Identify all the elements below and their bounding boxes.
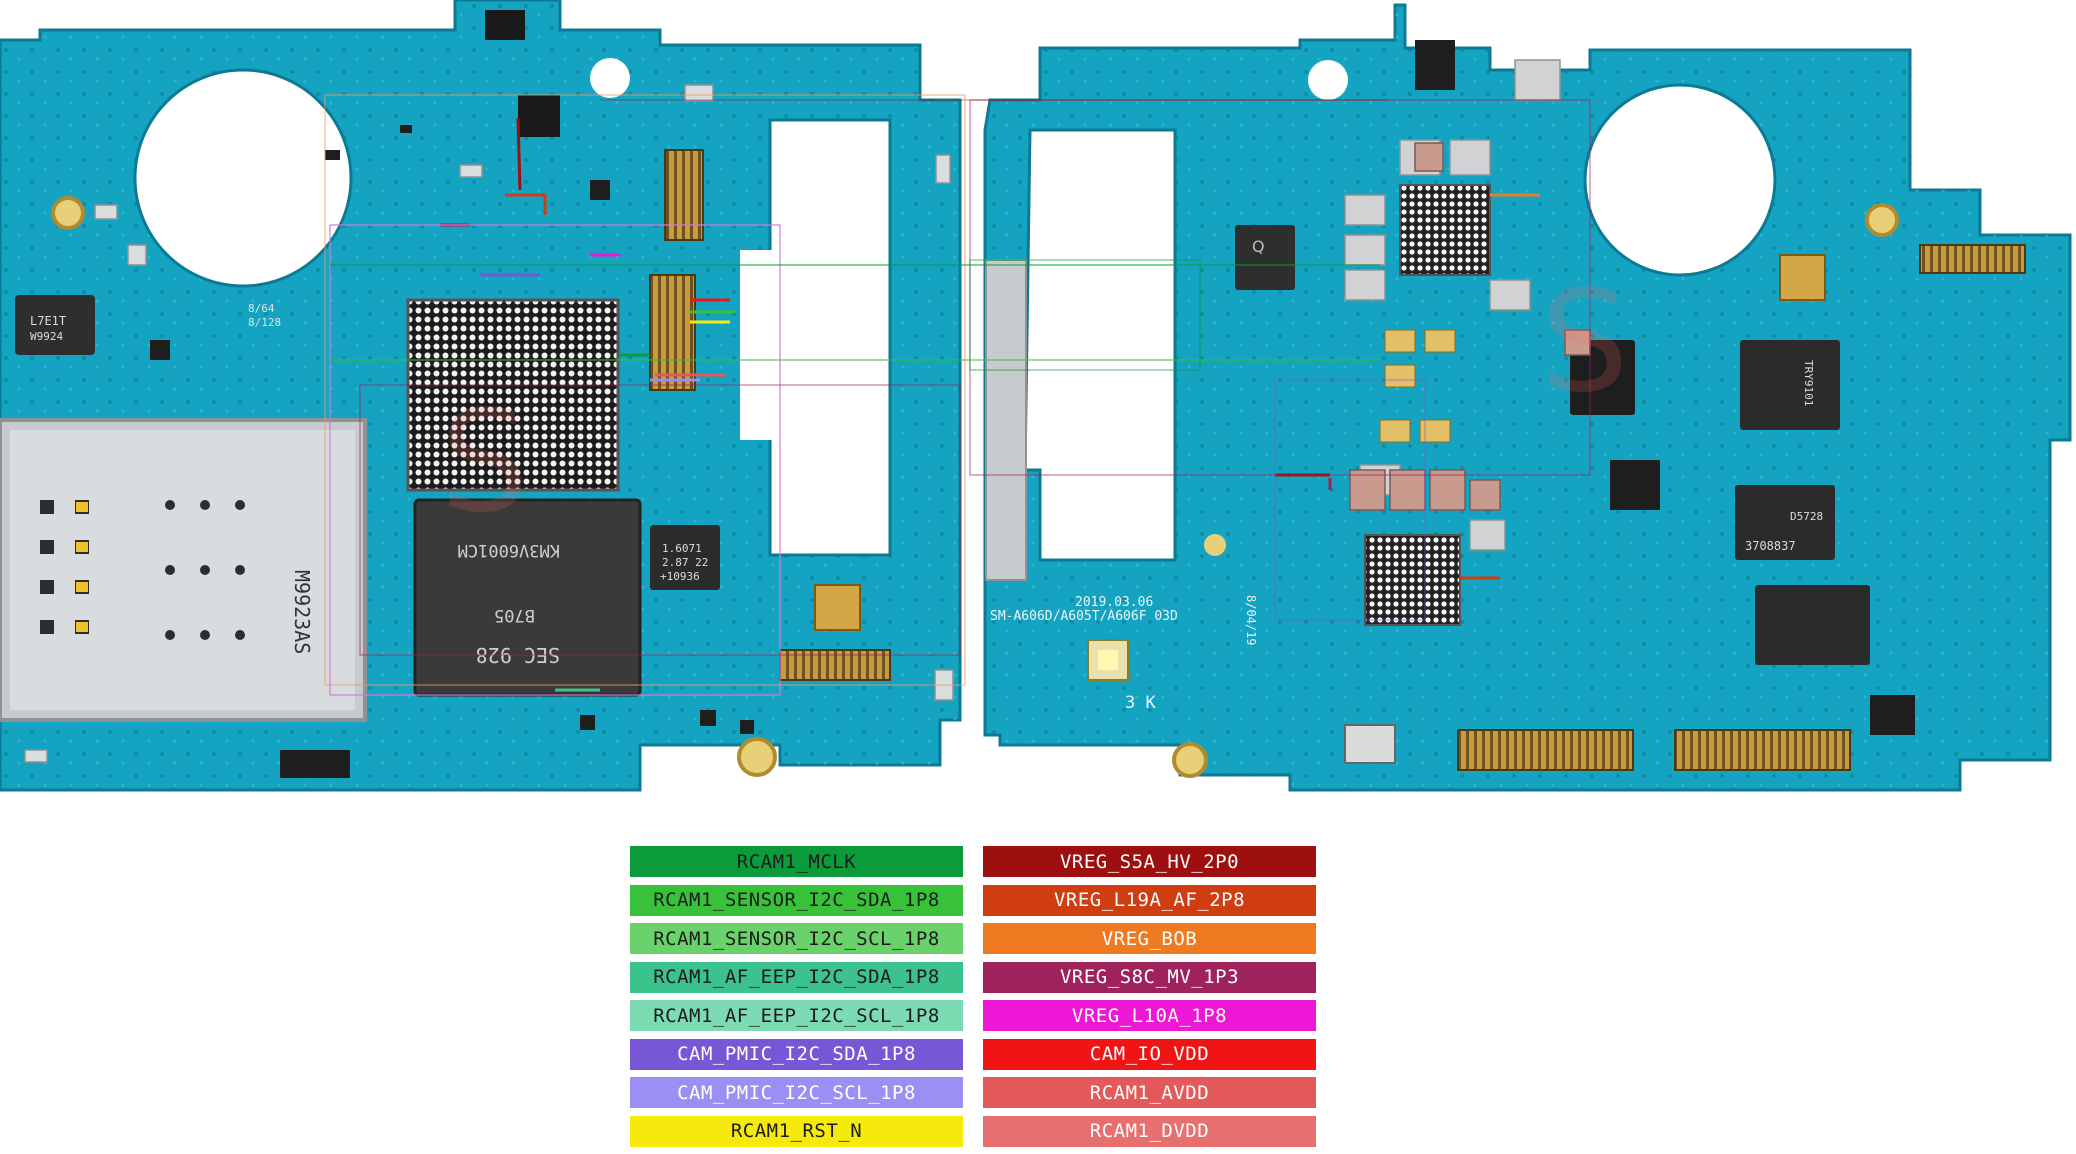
pcb-board-image: M9923AS L7E1T W9924 8/64 8/128 KM3V6001C… [0,0,2072,792]
legend-item: VREG_L19A_AF_2P8 [983,884,1316,916]
legend-item: VREG_L10A_1P8 [983,1000,1316,1031]
legend-item: CAM_PMIC_I2C_SDA_1P8 [630,1038,963,1070]
legend-item: RCAM1_RST_N [630,1115,963,1147]
right-board: Q TRY9101 3708837 D5728 [969,3,2072,792]
svg-text:S: S [440,381,529,544]
legend-item: RCAM1_AF_EEP_I2C_SCL_1P8 [630,1000,963,1031]
small-ic-mid-label-2: 2.87 22 [662,556,708,569]
right-ic-2-label: 3708837 [1745,539,1796,553]
legend-item: CAM_PMIC_I2C_SCL_1P8 [630,1077,963,1108]
small-ic-mid-label-3: +10936 [660,570,700,583]
legend-item: VREG_S8C_MV_1P3 [983,961,1316,993]
legend-item: VREG_BOB [983,923,1316,954]
legend-item: RCAM1_AF_EEP_I2C_SDA_1P8 [630,961,963,993]
board-date-silkscreen: 2019.03.06 [1075,595,1153,610]
date-stamp-silkscreen: 8/04/19 [1244,595,1258,646]
pcb-diagram: M9923AS L7E1T W9924 8/64 8/128 KM3V6001C… [0,0,2072,792]
legend-item: RCAM1_DVDD [983,1115,1316,1147]
left-ic-sublabel: W9924 [30,330,63,343]
right-ic-3-label: D5728 [1790,510,1823,523]
legend-item: VREG_S5A_HV_2P0 [983,846,1316,877]
q-chip-mark: Q [1252,237,1265,256]
legend-item: RCAM1_AVDD [983,1077,1316,1108]
part-k-silkscreen: 3 K [1125,693,1156,713]
legend-item: RCAM1_SENSOR_I2C_SCL_1P8 [630,923,963,954]
sim-tray-label: M9923AS [290,570,314,654]
legend-item: CAM_IO_VDD [983,1038,1316,1070]
left-ic-label: L7E1T [30,314,66,328]
small-ic-left-label: 8/64 [248,302,275,315]
small-ic-left-label-2: 8/128 [248,316,281,329]
left-board: M9923AS L7E1T W9924 8/64 8/128 KM3V6001C… [0,0,966,792]
svg-text:S: S [1540,261,1629,424]
memory-chip-line1: KM3V6001CM [458,540,560,560]
memory-chip-line2: B705 [494,605,535,625]
board-model-silkscreen: SM-A606D/A605T/A606F 03D [990,609,1178,624]
small-ic-mid-label: 1.6071 [662,542,702,555]
legend-item: RCAM1_MCLK [630,846,963,877]
legend-item: RCAM1_SENSOR_I2C_SDA_1P8 [630,884,963,916]
right-ic-1-label: TRY9101 [1802,360,1815,406]
